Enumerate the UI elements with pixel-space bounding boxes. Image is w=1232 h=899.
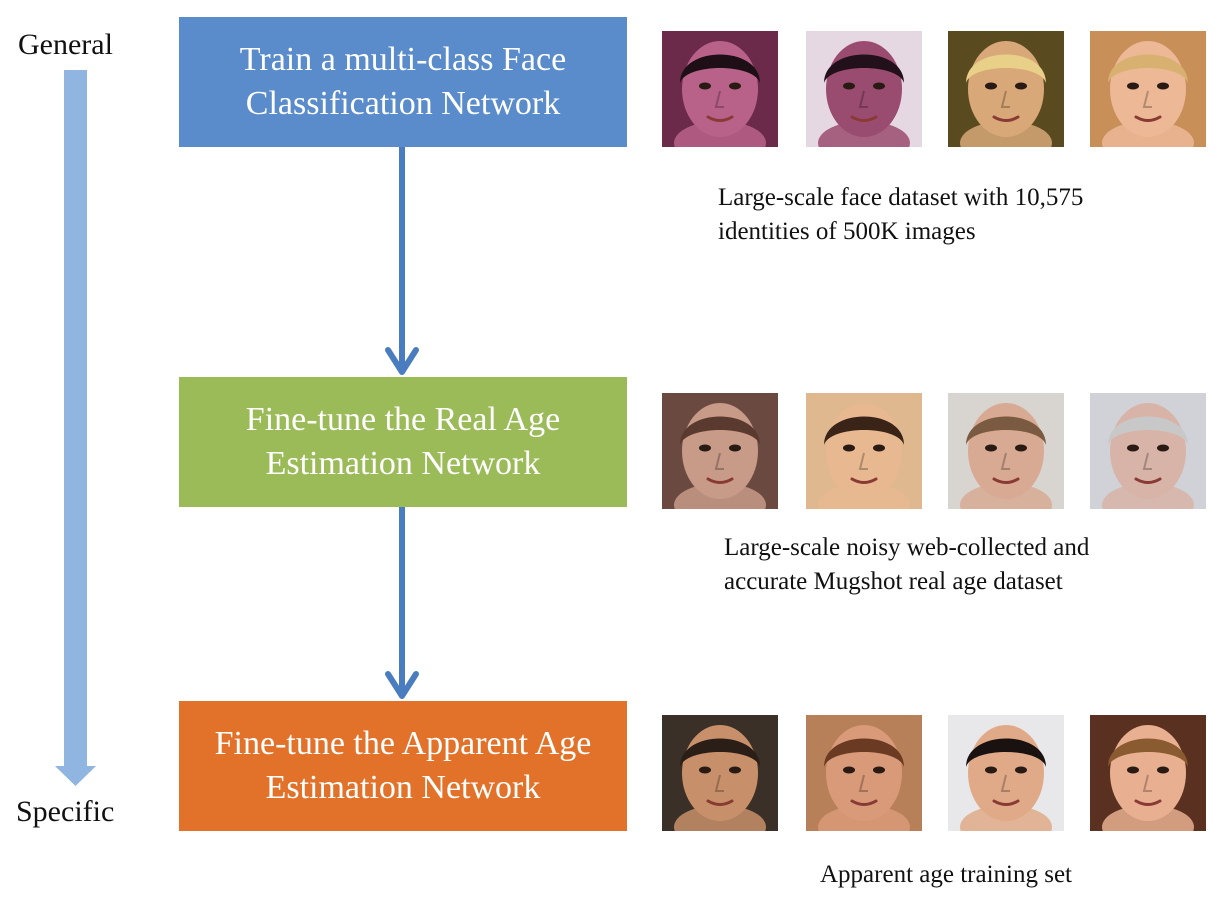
face-photo-icon	[1090, 31, 1206, 147]
face-photo-icon	[1090, 715, 1206, 831]
connector-arrow-2	[385, 507, 419, 699]
face-photo-icon	[806, 393, 922, 509]
axis-arrow-shaft	[64, 70, 87, 768]
face-photo-icon	[662, 715, 778, 831]
face-photo-icon	[948, 393, 1064, 509]
general-to-specific-arrow	[55, 70, 96, 786]
specific-label: Specific	[16, 795, 115, 828]
face-photo-icon	[948, 31, 1064, 147]
face-photo-icon	[1090, 393, 1206, 509]
face-photo-icon	[948, 715, 1064, 831]
axis-arrow-head	[55, 766, 96, 786]
stage-apparent-age-box: Fine-tune the Apparent Age Estimation Ne…	[179, 701, 627, 831]
stage-label: Fine-tune the Real Age Estimation Networ…	[245, 401, 561, 482]
dataset-caption-1: Large-scale face dataset with 10,575 ide…	[718, 184, 1084, 245]
general-label: General	[18, 28, 113, 61]
stage-real-age-box: Fine-tune the Real Age Estimation Networ…	[179, 377, 627, 507]
dataset-caption-3: Apparent age training set	[820, 861, 1072, 888]
stage-face-classification-box: Train a multi-class Face Classification …	[179, 17, 627, 147]
stage-label: Fine-tune the Apparent Age Estimation Ne…	[214, 725, 592, 806]
face-photo-icon	[806, 31, 922, 147]
stage-label: Train a multi-class Face Classification …	[239, 41, 567, 122]
dataset-caption-2: Large-scale noisy web-collected and accu…	[724, 534, 1090, 595]
connector-arrow-1	[385, 147, 419, 375]
face-photo-icon	[662, 393, 778, 509]
face-photo-icon	[806, 715, 922, 831]
face-photo-icon	[662, 31, 778, 147]
